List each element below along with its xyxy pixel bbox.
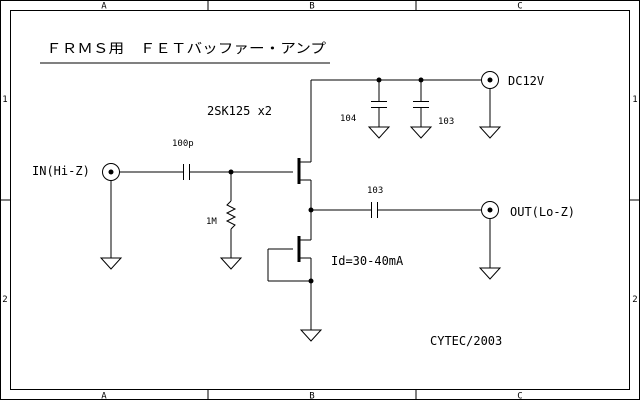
ground-symbol (299, 329, 323, 342)
output-jack (481, 201, 499, 219)
bypass-capacitor-2 (413, 101, 429, 108)
input-capacitor (183, 164, 190, 180)
input-capacitor-value: 100p (172, 139, 194, 149)
ground-symbol (478, 126, 502, 139)
bypass-capacitor-1-value: 104 (340, 114, 356, 124)
fet-upper (297, 158, 311, 184)
zone-label-row: 2 (632, 295, 637, 305)
gate-resistor (225, 200, 237, 230)
output-capacitor-value: 103 (367, 186, 383, 196)
inner-frame (10, 10, 630, 390)
junction-dot (308, 278, 314, 284)
dc-supply-label: DC12V (508, 74, 544, 88)
credit-label: CYTEC/2003 (430, 334, 502, 348)
drain-current-label: Id=30-40mA (331, 254, 404, 268)
transistor-label: 2SK125 x2 (207, 104, 272, 118)
input-jack (102, 163, 120, 181)
input-label: IN(Hi-Z) (32, 164, 90, 178)
ground-symbol (99, 257, 123, 270)
zone-label-col: C (517, 2, 522, 12)
zone-label-col: A (101, 392, 107, 400)
dc-jack (481, 71, 499, 89)
schematic-title: ＦＲＭＳ用 ＦＥＴバッファー・アンプ (46, 41, 327, 57)
zone-label-col: A (101, 2, 107, 12)
zone-label-row: 1 (2, 95, 7, 105)
zone-label-row: 1 (632, 95, 637, 105)
ground-symbol (219, 257, 243, 270)
ground-symbol (367, 126, 391, 139)
zone-label-col: C (517, 392, 522, 400)
ground-symbol (409, 126, 433, 139)
zone-label-row: 2 (2, 295, 7, 305)
zone-label-col: B (309, 392, 314, 400)
output-capacitor (371, 202, 378, 218)
ground-symbol (478, 267, 502, 280)
zone-label-col: B (309, 2, 314, 12)
gate-resistor-value: 1M (206, 217, 217, 227)
bypass-capacitor-1 (371, 101, 387, 108)
fet-lower (297, 236, 311, 262)
bypass-capacitor-2-value: 103 (438, 117, 454, 127)
output-label: OUT(Lo-Z) (510, 205, 575, 219)
